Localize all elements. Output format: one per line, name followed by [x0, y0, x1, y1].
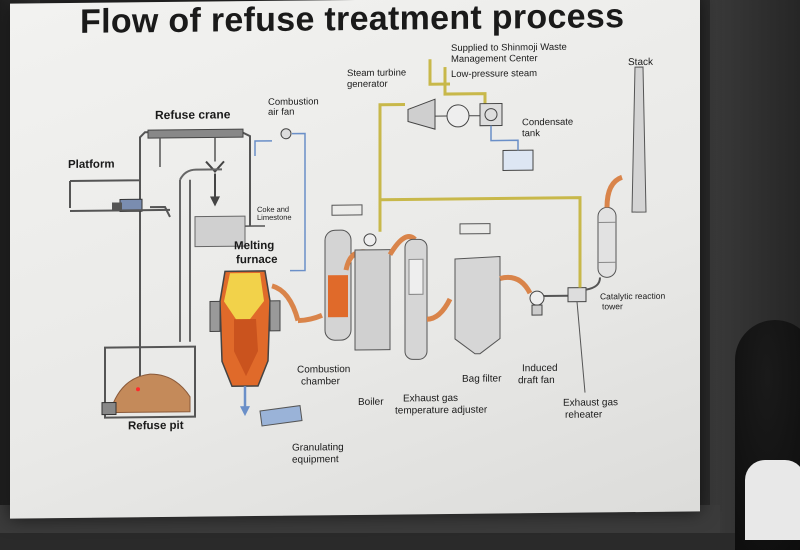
- label-refuse-pit: Refuse pit: [128, 420, 184, 433]
- label-induced-draft-fan-2: draft fan: [518, 375, 555, 386]
- label-coke-limestone-2: Limestone: [257, 213, 292, 222]
- label-combustion-chamber-1: Combustion: [297, 364, 350, 376]
- label-induced-draft-fan-1: Induced: [522, 363, 558, 374]
- label-low-pressure-steam: Low-pressure steam: [451, 68, 537, 80]
- label-boiler: Boiler: [358, 397, 384, 408]
- label-combustion-chamber-2: chamber: [301, 376, 341, 387]
- stack: [632, 67, 646, 212]
- photo-scene: Flow of refuse treatment process: [0, 0, 800, 533]
- label-combustion-air-fan-2: air fan: [268, 107, 294, 118]
- label-refuse-crane: Refuse crane: [155, 107, 231, 122]
- label-condensate-tank-2: tank: [522, 128, 540, 139]
- projection-screen: Flow of refuse treatment process: [10, 0, 700, 519]
- label-stack: Stack: [628, 57, 654, 68]
- catalytic-reaction-tower: [586, 177, 622, 289]
- label-granulating-2: equipment: [292, 454, 339, 465]
- label-granulating-1: Granulating: [292, 442, 344, 454]
- steam-turbine-generator: [408, 98, 502, 129]
- label-catalytic-tower-2: tower: [602, 301, 623, 311]
- granulating-equipment: [260, 406, 302, 426]
- process-diagram: Platform Refuse crane Combustion air fan…: [10, 0, 700, 519]
- audience-person-shirt: [745, 460, 800, 540]
- label-melting-furnace-1: Melting: [234, 240, 274, 252]
- platform-truck: [70, 199, 170, 218]
- label-steam-turbine-2: generator: [347, 79, 388, 90]
- melting-furnace: [210, 271, 298, 417]
- label-condensate-tank-1: Condensate: [522, 117, 573, 129]
- refuse-crane: [148, 129, 243, 207]
- label-supplied-to-1: Supplied to Shinmoji Waste: [451, 42, 567, 54]
- induced-draft-fan: [530, 291, 568, 315]
- label-steam-turbine-1: Steam turbine: [347, 67, 406, 79]
- label-exhaust-adjuster-1: Exhaust gas: [403, 393, 458, 405]
- label-bag-filter: Bag filter: [462, 373, 502, 384]
- label-platform: Platform: [68, 159, 115, 171]
- label-exhaust-adjuster-2: temperature adjuster: [395, 405, 488, 417]
- label-exhaust-reheater-1: Exhaust gas: [563, 397, 618, 409]
- label-catalytic-tower-1: Catalytic reaction: [600, 291, 665, 302]
- bag-filter: [455, 256, 530, 354]
- label-supplied-to-2: Management Center: [451, 53, 538, 65]
- exhaust-gas-reheater: [568, 288, 586, 393]
- label-exhaust-reheater-2: reheater: [565, 409, 603, 420]
- label-melting-furnace-2: furnace: [236, 254, 278, 266]
